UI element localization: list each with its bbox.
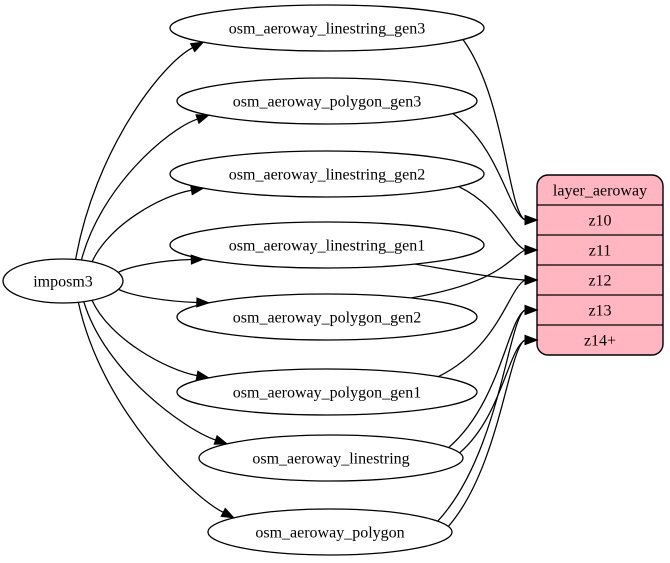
node-layer_aeroway: layer_aeroway z10 z11 z12 z13 z14+ — [536, 174, 664, 356]
node-osm_aeroway_linestring_gen2-shape — [169, 150, 485, 198]
edge-osm_aeroway_polygon_gen3-to-z10-arrowhead — [524, 214, 539, 226]
node-osm_aeroway_polygon_gen1-label: osm_aeroway_polygon_gen1 — [233, 385, 421, 402]
record-row-label-z12: z12 — [588, 273, 611, 290]
record-row-label-z13: z13 — [588, 303, 611, 320]
node-osm_aeroway_linestring_gen2-label: osm_aeroway_linestring_gen2 — [229, 167, 425, 184]
edge-osm_aeroway_polygon_gen1-to-z12-arrowhead — [524, 274, 539, 286]
record-row-label-z14+: z14+ — [584, 333, 616, 350]
edge-imposm3-to-osm_aeroway_linestring_gen2 — [91, 189, 192, 263]
edge-imposm3-to-osm_aeroway_polygon_gen2-arrowhead — [196, 297, 211, 308]
node-osm_aeroway_polygon-shape — [207, 508, 453, 556]
edge-osm_aeroway_polygon-to-z13-arrowhead — [524, 304, 539, 316]
edge-imposm3-to-osm_aeroway_linestring_gen1-arrowhead — [190, 254, 205, 265]
edge-imposm3-to-osm_aeroway_linestring_gen3 — [75, 47, 193, 260]
node-osm_aeroway_linestring_gen1: osm_aeroway_linestring_gen1 — [169, 221, 485, 269]
node-osm_aeroway_polygon: osm_aeroway_polygon — [207, 508, 453, 556]
node-osm_aeroway_linestring_gen1-shape — [169, 221, 485, 269]
node-osm_aeroway_linestring_gen2: osm_aeroway_linestring_gen2 — [169, 150, 485, 198]
edge-imposm3-to-osm_aeroway_polygon_gen2 — [118, 288, 197, 304]
node-osm_aeroway_linestring_gen3: osm_aeroway_linestring_gen3 — [169, 4, 485, 52]
edge-imposm3-to-osm_aeroway_linestring_gen1 — [117, 258, 192, 273]
edge-imposm3-to-osm_aeroway_linestring_gen3-arrowhead — [189, 41, 205, 53]
node-osm_aeroway_linestring_gen1-label: osm_aeroway_linestring_gen1 — [229, 238, 425, 255]
node-osm_aeroway_polygon_gen3: osm_aeroway_polygon_gen3 — [176, 77, 478, 125]
edge-osm_aeroway_polygon-to-z14+ — [447, 339, 526, 527]
node-osm_aeroway_polygon_gen3-label: osm_aeroway_polygon_gen3 — [233, 94, 421, 111]
node-osm_aeroway_polygon_gen1-shape — [176, 368, 478, 416]
edge-osm_aeroway_polygon_gen2-to-z11 — [410, 249, 526, 299]
node-osm_aeroway_linestring-shape — [198, 434, 464, 482]
edge-osm_aeroway_polygon_gen3-to-z10 — [452, 113, 526, 221]
edge-imposm3-to-osm_aeroway_polygon_gen1-arrowhead — [195, 370, 211, 381]
edge-osm_aeroway_polygon_gen1-to-z12 — [438, 279, 526, 378]
edge-imposm3-to-osm_aeroway_linestring-arrowhead — [213, 434, 229, 445]
edge-osm_aeroway_linestring-to-z13 — [448, 309, 526, 449]
edge-imposm3-to-osm_aeroway_polygon_gen1 — [91, 300, 198, 377]
node-osm_aeroway_polygon-label: osm_aeroway_polygon — [255, 525, 404, 542]
edge-osm_aeroway_linestring_gen1-to-z12 — [414, 263, 526, 281]
node-osm_aeroway_polygon_gen2: osm_aeroway_polygon_gen2 — [176, 293, 478, 341]
node-osm_aeroway_polygon_gen1: osm_aeroway_polygon_gen1 — [176, 368, 478, 416]
edge-imposm3-to-osm_aeroway_linestring — [83, 301, 216, 441]
edge-osm_aeroway_linestring_gen3-to-z10 — [462, 39, 526, 221]
edge-osm_aeroway_linestring_gen2-to-z11 — [458, 185, 526, 251]
node-imposm3-label: imposm3 — [33, 274, 93, 291]
node-imposm3-shape — [2, 258, 124, 304]
edge-imposm3-to-osm_aeroway_polygon — [77, 302, 224, 513]
edge-imposm3-to-osm_aeroway_polygon_gen3-arrowhead — [195, 114, 211, 125]
edge-osm_aeroway_polygon_gen2-to-z11-arrowhead — [524, 244, 539, 256]
record-row-label-z10: z10 — [588, 213, 611, 230]
node-osm_aeroway_linestring_gen3-label: osm_aeroway_linestring_gen3 — [229, 21, 425, 38]
record-header-label: layer_aeroway — [553, 183, 647, 200]
edge-imposm3-to-osm_aeroway_polygon_gen3 — [80, 118, 198, 261]
node-osm_aeroway_polygon_gen2-label: osm_aeroway_polygon_gen2 — [233, 310, 421, 327]
node-osm_aeroway_linestring_gen3-shape — [169, 4, 485, 52]
node-osm_aeroway_polygon_gen2-shape — [176, 293, 478, 341]
edge-imposm3-to-osm_aeroway_linestring_gen2-arrowhead — [190, 185, 205, 196]
edges-layer — [75, 39, 539, 527]
node-osm_aeroway_polygon_gen3-shape — [176, 77, 478, 125]
record-row-label-z11: z11 — [589, 243, 612, 260]
nodes-layer: imposm3 osm_aeroway_linestring_gen3 osm_ae… — [2, 4, 664, 556]
node-osm_aeroway_linestring-label: osm_aeroway_linestring — [252, 451, 409, 468]
edge-osm_aeroway_linestring-to-z14+ — [459, 339, 526, 454]
edge-osm_aeroway_polygon-to-z13 — [437, 309, 526, 522]
edge-imposm3-to-osm_aeroway_polygon-arrowhead — [220, 507, 236, 519]
edge-osm_aeroway_polygon-to-z14+-arrowhead — [524, 334, 539, 346]
node-osm_aeroway_linestring: osm_aeroway_linestring — [198, 434, 464, 482]
node-imposm3: imposm3 — [2, 258, 124, 304]
